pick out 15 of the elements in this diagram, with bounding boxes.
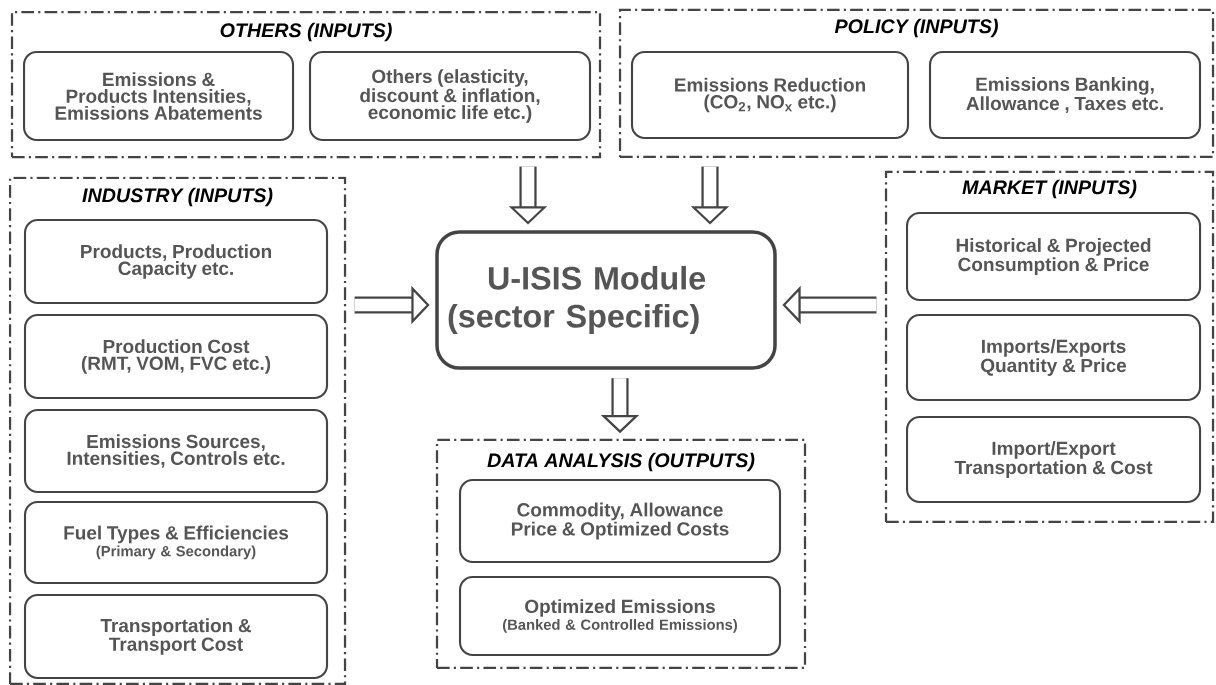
input-box: Emissions Reduction (CO$_{2}$, NO$_{x}$ etc.) bbox=[630, 50, 910, 140]
input-box: Import/Export Transportation & Cost bbox=[905, 415, 1202, 504]
input-box: Others (elasticity, discount & inflation, economic life etc.) bbox=[308, 50, 592, 142]
module-box: U-ISIS Module (sector Specific) bbox=[435, 230, 777, 370]
input-box: Products, Production Capacity etc. bbox=[23, 218, 329, 305]
input-box: Imports/Exports Quantity & Price bbox=[905, 313, 1202, 402]
input-box: Emissions Sources, Intensities, Controls etc. bbox=[23, 408, 329, 494]
input-box: Emissions Banking, Allowance , Taxes etc. bbox=[928, 50, 1202, 140]
input-box: Production Cost (RMT, VOM, FVC etc.) bbox=[23, 313, 329, 400]
input-box: Historical & Projected Consumption & Price bbox=[905, 211, 1202, 302]
output-box: Commodity, Allowance Price & Optimized Costs bbox=[458, 478, 782, 564]
output-box: Optimized Emissions (Banked & Controlled Emissions) bbox=[458, 575, 782, 657]
input-box: Fuel Types & Efficiencies (Primary & Secondary) bbox=[23, 500, 329, 585]
input-box: Transportation & Transport Cost bbox=[23, 593, 329, 680]
input-box: Emissions & Products Intensities, Emissions Abatements bbox=[22, 50, 295, 142]
